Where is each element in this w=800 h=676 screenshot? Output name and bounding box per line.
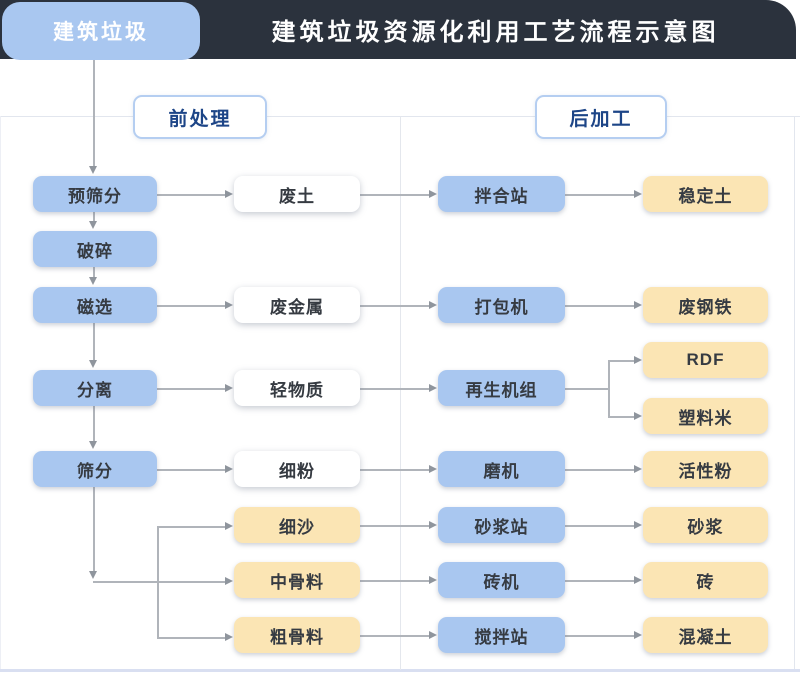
node-mortar: 砂浆 xyxy=(643,507,768,543)
connector-line xyxy=(93,267,95,277)
connector-line xyxy=(360,635,429,637)
arrowhead-icon xyxy=(634,355,642,364)
node-plastic-pellets: 塑料米 xyxy=(643,398,768,434)
connector-line xyxy=(565,525,634,527)
arrowhead-icon xyxy=(89,571,98,579)
connector-line xyxy=(608,416,634,418)
node-separation: 分离 xyxy=(33,370,157,406)
arrowhead-icon xyxy=(634,464,642,473)
node-coarse-aggregate: 粗骨料 xyxy=(234,617,360,653)
column-divider xyxy=(400,116,401,670)
arrowhead-icon xyxy=(634,189,642,198)
node-crushing: 破碎 xyxy=(33,231,157,267)
connector-line xyxy=(608,360,634,362)
node-brick-machine: 砖机 xyxy=(438,562,565,598)
arrowhead-icon xyxy=(634,300,642,309)
arrowhead-icon xyxy=(634,630,642,639)
node-magnetic-separation: 磁选 xyxy=(33,287,157,323)
connector-line xyxy=(608,360,610,417)
arrowhead-icon xyxy=(225,632,233,641)
connector-line xyxy=(565,388,608,390)
arrowhead-icon xyxy=(429,464,437,473)
panel-left-border xyxy=(0,116,1,672)
arrowhead-icon xyxy=(634,520,642,529)
connector-line xyxy=(157,637,225,639)
source-tab: 建筑垃圾 xyxy=(2,2,200,60)
node-screening: 筛分 xyxy=(33,451,157,487)
arrowhead-icon xyxy=(429,575,437,584)
diagram-title: 建筑垃圾资源化利用工艺流程示意图 xyxy=(271,19,720,46)
arrowhead-icon xyxy=(225,383,233,392)
arrowhead-icon xyxy=(89,166,98,174)
connector-line xyxy=(360,580,429,582)
connector-line xyxy=(360,469,429,471)
node-brick: 砖 xyxy=(643,562,768,598)
node-fine-powder: 细粉 xyxy=(234,451,360,487)
connector-line xyxy=(93,406,95,441)
node-concrete-batching-plant: 搅拌站 xyxy=(438,617,565,653)
node-mixing-plant: 拌合站 xyxy=(438,176,565,212)
arrowhead-icon xyxy=(225,521,233,530)
arrowhead-icon xyxy=(225,464,233,473)
connector-line xyxy=(93,212,95,221)
connector-line xyxy=(360,388,429,390)
connector-line xyxy=(360,194,429,196)
panel-right-border xyxy=(794,116,795,672)
connector-line xyxy=(93,323,95,360)
node-concrete: 混凝土 xyxy=(643,617,768,653)
arrowhead-icon xyxy=(89,360,98,368)
node-fine-sand: 细沙 xyxy=(234,507,360,543)
node-mill: 磨机 xyxy=(438,451,565,487)
node-mortar-plant: 砂浆站 xyxy=(438,507,565,543)
arrowhead-icon xyxy=(225,189,233,198)
node-baler: 打包机 xyxy=(438,287,565,323)
node-stabilized-soil: 稳定土 xyxy=(643,176,768,212)
connector-line xyxy=(360,525,429,527)
arrowhead-icon xyxy=(429,300,437,309)
connector-line xyxy=(157,469,225,471)
node-scrap-metal: 废金属 xyxy=(234,287,360,323)
section-label-post-processing: 后加工 xyxy=(535,95,667,139)
panel-bottom-border xyxy=(0,669,800,672)
connector-line xyxy=(157,305,225,307)
connector-line xyxy=(360,305,429,307)
arrowhead-icon xyxy=(429,630,437,639)
arrowhead-icon xyxy=(429,520,437,529)
section-label-pre-processing: 前处理 xyxy=(133,95,267,139)
node-waste-soil: 废土 xyxy=(234,176,360,212)
node-scrap-steel: 废钢铁 xyxy=(643,287,768,323)
arrowhead-icon xyxy=(225,576,233,585)
arrowhead-icon xyxy=(89,441,98,449)
connector-line xyxy=(93,487,95,571)
arrowhead-icon xyxy=(225,300,233,309)
connector-line xyxy=(157,388,225,390)
arrowhead-icon xyxy=(634,575,642,584)
arrowhead-icon xyxy=(89,277,98,285)
node-rdf: RDF xyxy=(643,342,768,378)
arrowhead-icon xyxy=(429,383,437,392)
node-light-material: 轻物质 xyxy=(234,370,360,406)
connector-line xyxy=(565,194,634,196)
connector-line xyxy=(565,469,634,471)
connector-line xyxy=(157,194,225,196)
connector-line xyxy=(565,635,634,637)
node-active-powder: 活性粉 xyxy=(643,451,768,487)
connector-line xyxy=(565,580,634,582)
connector-line xyxy=(565,305,634,307)
arrowhead-icon xyxy=(429,189,437,198)
arrowhead-icon xyxy=(634,411,642,420)
arrowhead-icon xyxy=(89,221,98,229)
node-recycling-unit: 再生机组 xyxy=(438,370,565,406)
node-medium-aggregate: 中骨料 xyxy=(234,562,360,598)
connector-line xyxy=(93,581,225,583)
connector-line xyxy=(157,526,225,528)
node-pre-screening: 预筛分 xyxy=(33,176,157,212)
connector-line xyxy=(93,60,95,166)
